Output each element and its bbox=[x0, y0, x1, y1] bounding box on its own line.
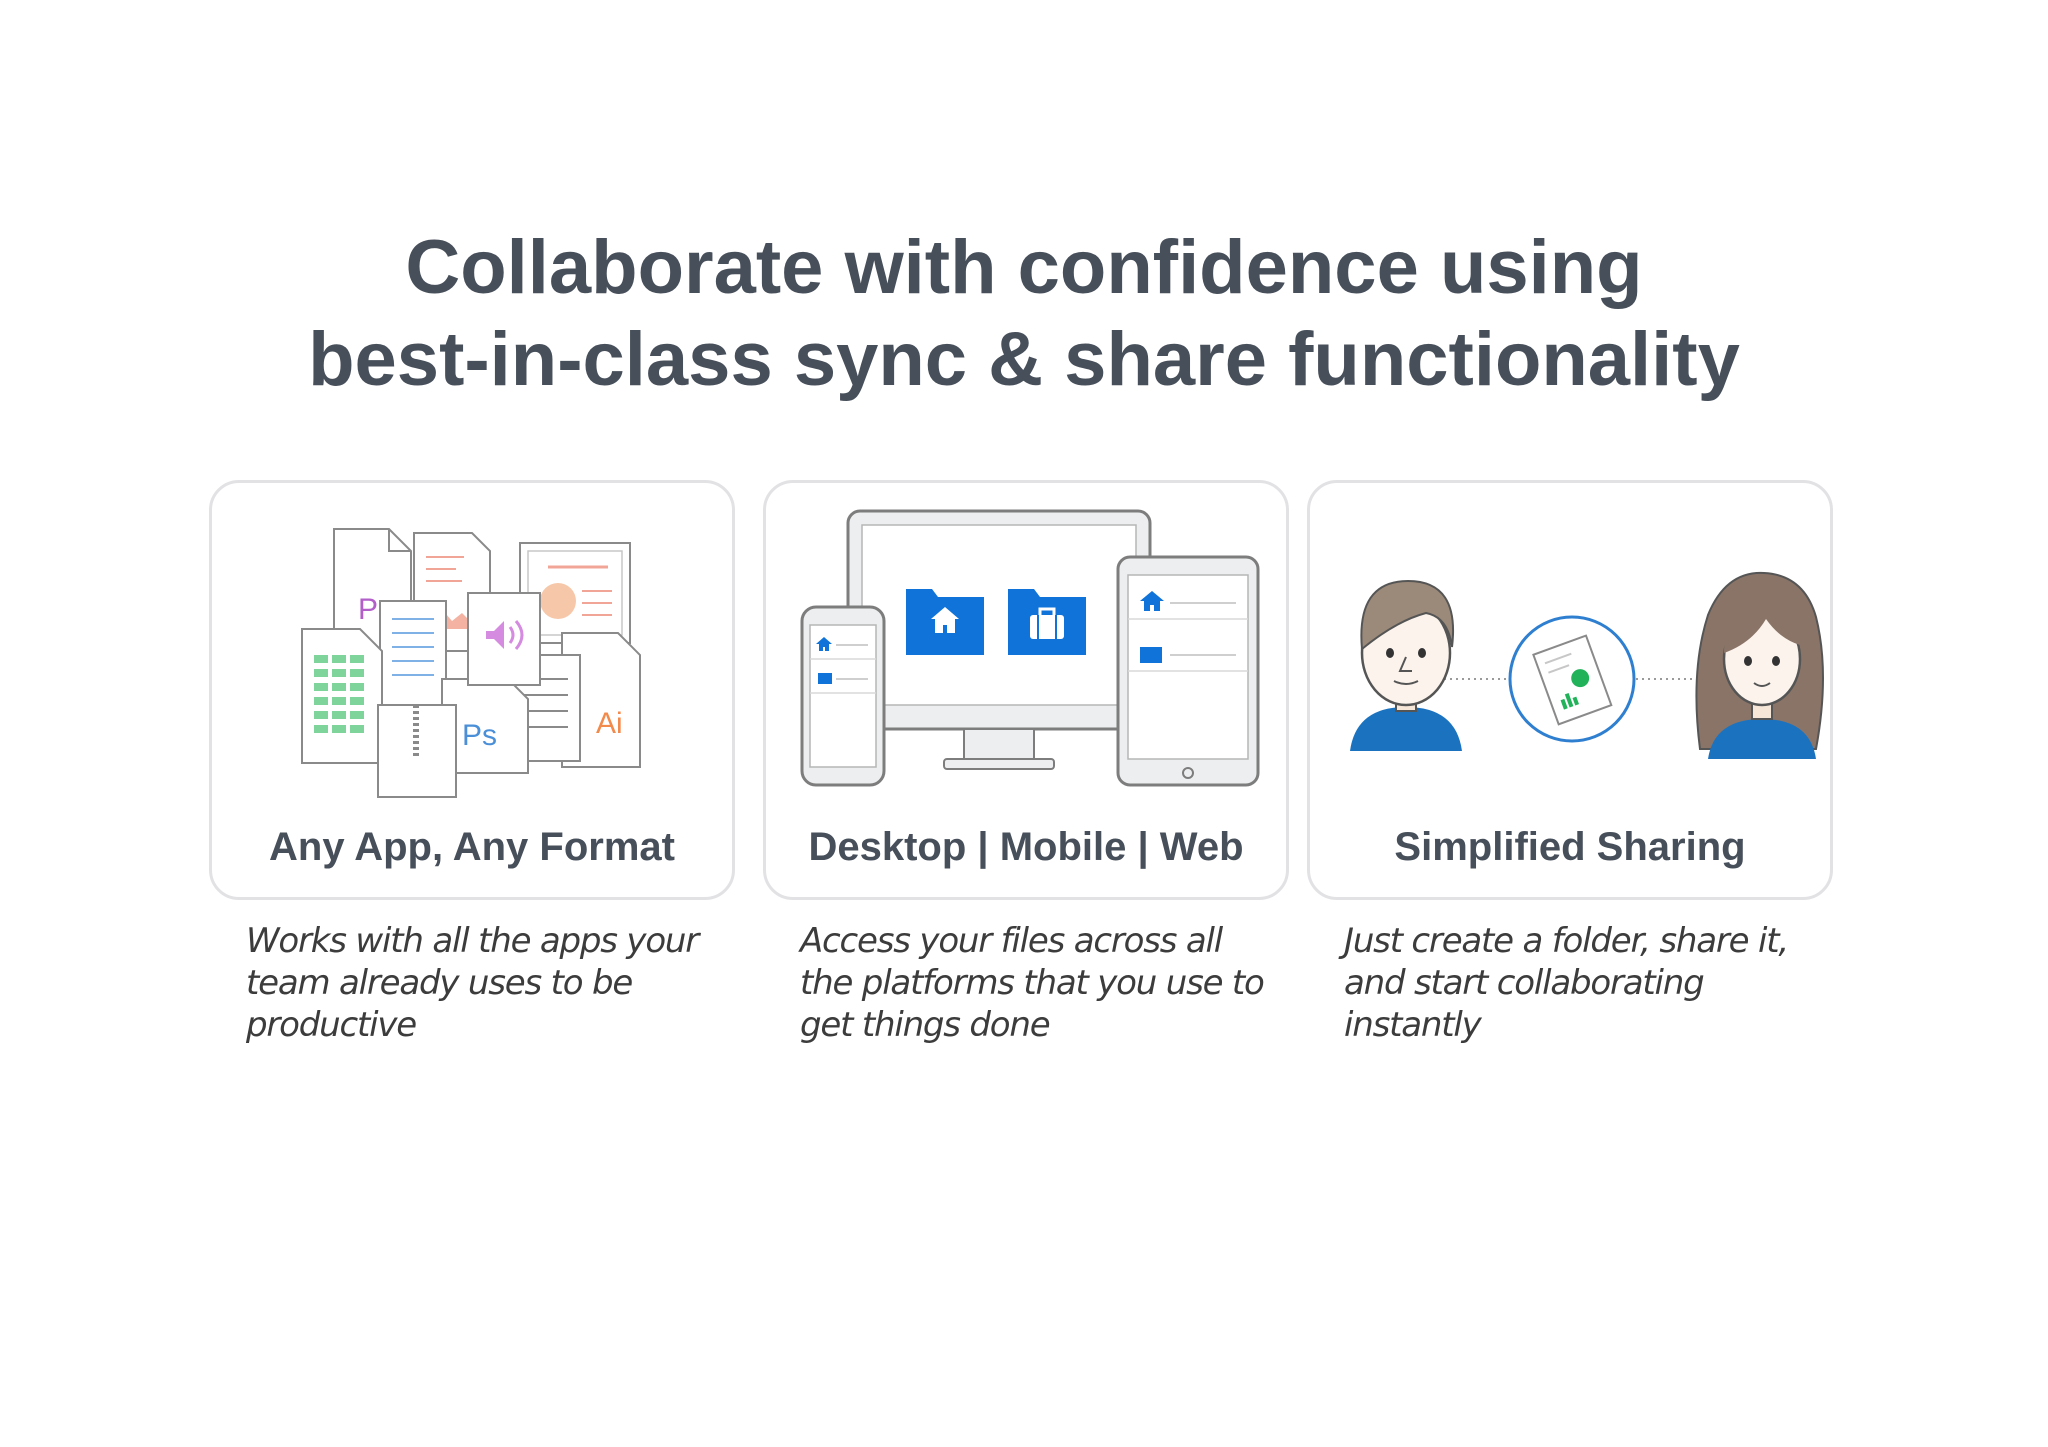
svg-text:P: P bbox=[358, 593, 378, 626]
headline-line-1: Collaborate with confidence using bbox=[405, 225, 1643, 310]
home-folder-icon bbox=[906, 589, 984, 655]
feature-title: Simplified Sharing bbox=[1394, 825, 1746, 869]
feature-description: Works with all the apps your team alread… bbox=[246, 921, 699, 1045]
svg-text:Ps: Ps bbox=[462, 719, 497, 752]
briefcase-folder-icon bbox=[1008, 589, 1086, 655]
phone-icon bbox=[800, 605, 886, 787]
man-avatar-icon bbox=[1350, 579, 1462, 751]
feature-description: Access your files across all the platfor… bbox=[800, 921, 1265, 1045]
feature-title: Any App, Any Format bbox=[269, 825, 675, 869]
multi-device-icon bbox=[800, 509, 1260, 787]
feature-card-sharing: Simplified Sharing bbox=[1307, 480, 1833, 900]
monitor-icon bbox=[846, 509, 1152, 770]
shared-document-people-icon bbox=[1350, 571, 1824, 759]
illustrator-file-icon: Ai bbox=[561, 632, 641, 768]
photoshop-file-icon: Ps bbox=[441, 678, 529, 774]
page-headline: Collaborate with confidence using best-i… bbox=[0, 222, 2048, 406]
feature-title: Desktop | Mobile | Web bbox=[808, 825, 1244, 869]
feature-card-any-app: P bbox=[209, 480, 735, 900]
archive-file-icon bbox=[377, 704, 457, 798]
feature-description: Just create a folder, share it, and star… bbox=[1344, 921, 1789, 1045]
text-file-icon bbox=[379, 600, 447, 722]
svg-text:Ai: Ai bbox=[596, 707, 623, 740]
audio-file-icon bbox=[467, 592, 541, 686]
tablet-icon bbox=[1116, 555, 1260, 787]
stacked-documents-icon: P bbox=[301, 528, 641, 798]
shared-document-icon bbox=[1508, 615, 1636, 743]
feature-card-devices: Desktop | Mobile | Web bbox=[763, 480, 1289, 900]
spreadsheet-file-icon bbox=[301, 628, 383, 764]
headline-line-2: best-in-class sync & share functionality bbox=[308, 317, 1740, 402]
woman-avatar-icon bbox=[1695, 571, 1824, 759]
